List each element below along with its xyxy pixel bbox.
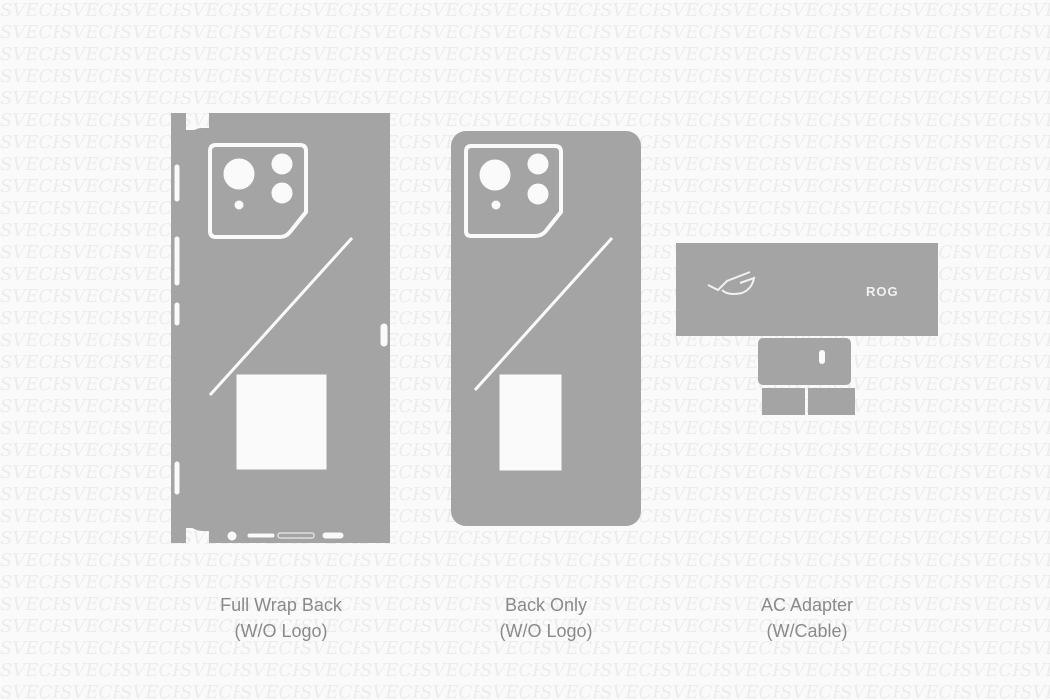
lens-cutout: [271, 182, 293, 204]
cutout: [174, 302, 180, 326]
main-lens-cutout: [223, 158, 255, 190]
cutouts: [464, 144, 614, 471]
cutout: [479, 159, 511, 191]
skin-piece: [808, 388, 855, 415]
label-subtitle: (W/Cable): [766, 621, 848, 641]
ac-adapter-template: ROG: [676, 243, 938, 415]
cutout: [527, 183, 549, 205]
skin-piece: [758, 338, 851, 385]
full-wrap-back-label: Full Wrap Back (W/O Logo): [161, 592, 401, 644]
cutout: [227, 531, 237, 541]
label-title: Full Wrap Back: [220, 595, 342, 615]
cutouts: [174, 143, 388, 541]
back-only-label: Back Only (W/O Logo): [426, 592, 666, 644]
cutout: [491, 200, 501, 210]
camera-cutout-outline: [208, 143, 308, 239]
flash-cutout: [234, 200, 244, 210]
cutout: [473, 236, 614, 392]
skin-piece: [762, 388, 805, 415]
cutout: [322, 532, 344, 539]
cutout: [499, 374, 562, 471]
rog-logo-text: ROG: [866, 284, 899, 299]
skin-piece: [451, 131, 641, 526]
back-only-template: [451, 131, 641, 526]
label-title: AC Adapter: [760, 595, 854, 615]
label-title: Back Only: [504, 595, 588, 615]
full-wrap-back-template: [171, 113, 390, 543]
label-subtitle: (W/O Logo): [234, 621, 328, 641]
cutout: [277, 532, 315, 539]
diagonal-cutout: [208, 236, 354, 397]
label-subtitle: (W/O Logo): [499, 621, 593, 641]
cutout: [247, 533, 275, 538]
cutout: [464, 144, 563, 238]
cutout: [174, 461, 180, 495]
cutout: [380, 323, 388, 347]
side-cutout: [174, 164, 180, 202]
rog-eye-logo: [707, 271, 756, 295]
lens-cutout: [271, 153, 293, 175]
square-cutout: [236, 374, 327, 470]
cutout: [174, 236, 180, 286]
cutout: [527, 153, 549, 175]
ac-adapter-label: AC Adapter (W/Cable): [687, 592, 927, 644]
